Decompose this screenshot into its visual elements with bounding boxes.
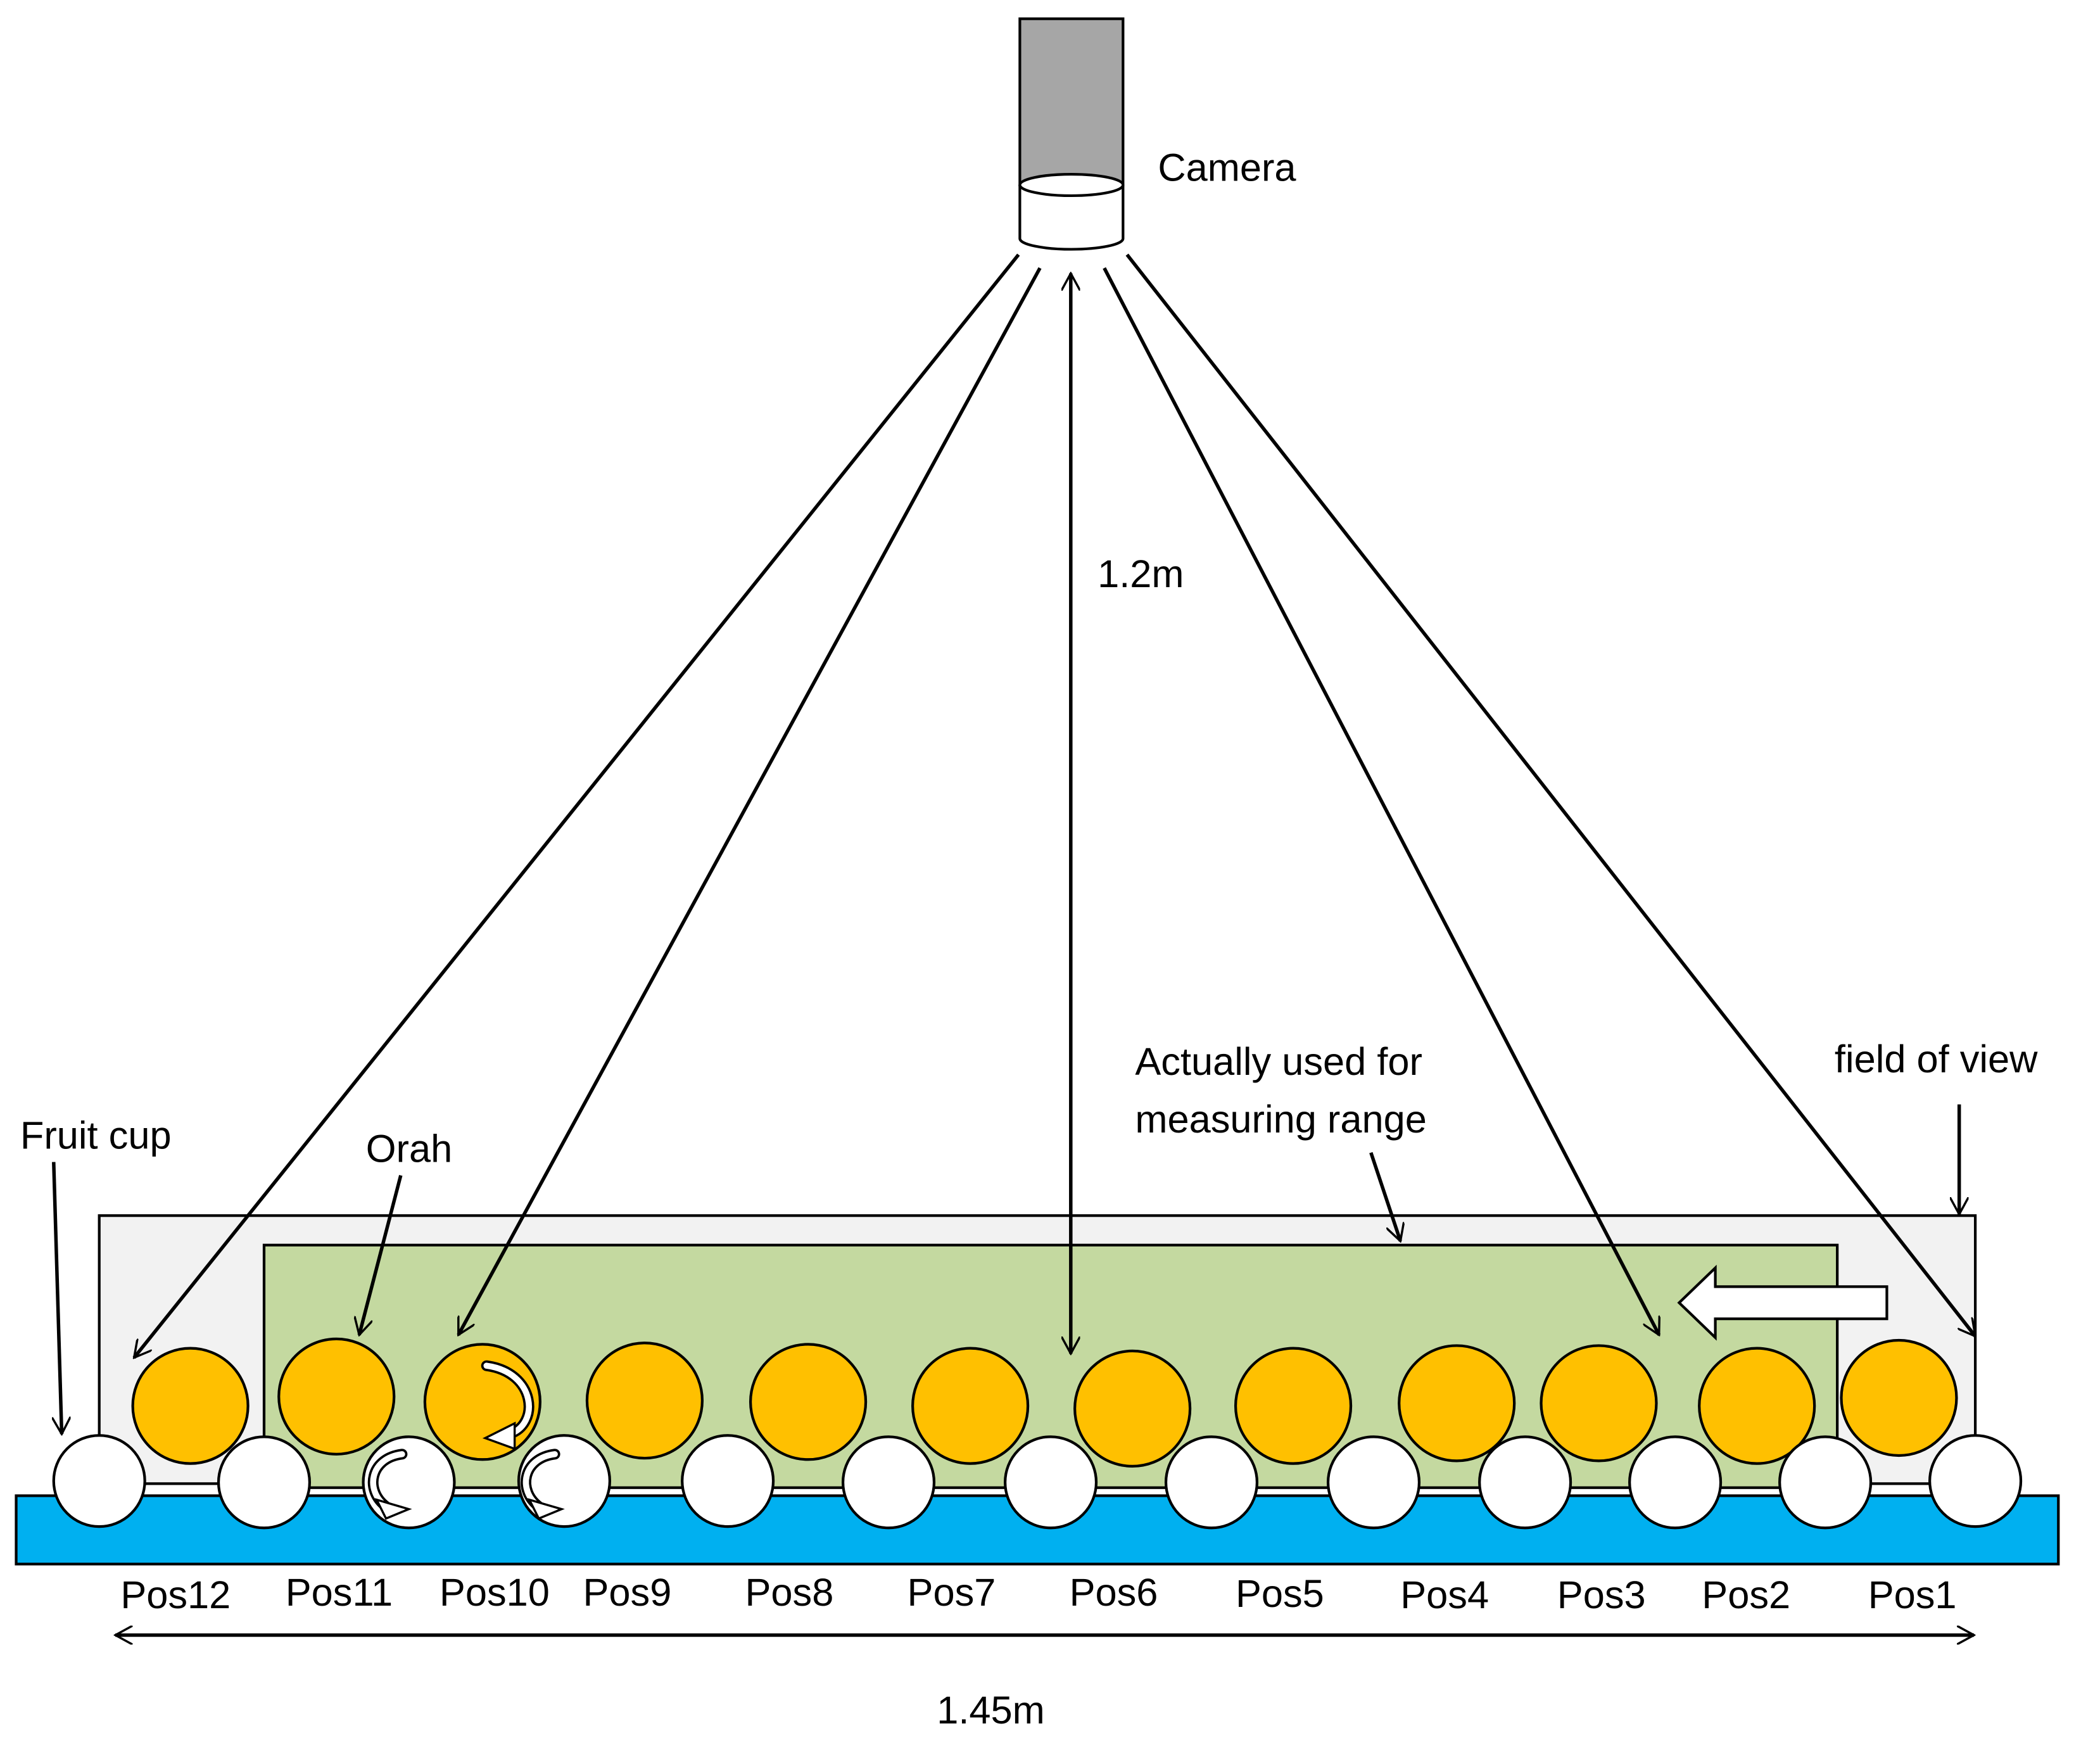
position-label: Pos1 bbox=[1868, 1573, 1957, 1617]
fruit-cup bbox=[517, 1434, 612, 1528]
fruit-cup bbox=[681, 1434, 775, 1528]
camera-icon bbox=[1018, 17, 1125, 251]
fruit-orah bbox=[131, 1347, 250, 1465]
fruit-orah bbox=[749, 1343, 868, 1461]
view-ray bbox=[1125, 253, 1975, 1336]
position-label: Pos5 bbox=[1236, 1572, 1324, 1616]
fruit-orah bbox=[1073, 1349, 1192, 1468]
height-label: 1.2m bbox=[1097, 552, 1184, 596]
position-label: Pos7 bbox=[908, 1571, 996, 1615]
fruit-cup bbox=[1003, 1435, 1098, 1530]
fruit-orah bbox=[1840, 1338, 1958, 1457]
orah-label: Orah bbox=[366, 1127, 452, 1171]
position-label: Pos10 bbox=[440, 1571, 550, 1615]
rotate-arrow-icon bbox=[367, 1449, 412, 1520]
rotate-arrow-icon bbox=[521, 1449, 565, 1520]
position-label: Pos6 bbox=[1070, 1571, 1158, 1615]
fruit-cup-label: Fruit cup bbox=[20, 1114, 172, 1157]
fruit-cup bbox=[1478, 1435, 1572, 1530]
position-label: Pos9 bbox=[583, 1571, 671, 1615]
measuring-range-label-1: Actually used for bbox=[1135, 1040, 1422, 1084]
fruit-cup-pointer bbox=[54, 1162, 62, 1435]
fruit-orah bbox=[1698, 1347, 1816, 1465]
fruit-orah bbox=[911, 1347, 1030, 1465]
view-ray bbox=[134, 253, 1020, 1357]
fruit-orah bbox=[277, 1337, 396, 1456]
position-label: Pos3 bbox=[1557, 1573, 1646, 1617]
left-arrow-icon bbox=[1677, 1264, 1888, 1341]
fruit-cup bbox=[1628, 1435, 1723, 1530]
field-of-view-label: field of view bbox=[1835, 1037, 2038, 1081]
position-label: Pos12 bbox=[120, 1573, 231, 1617]
fruit-orah bbox=[1540, 1344, 1658, 1463]
fruit-row bbox=[131, 1337, 1958, 1468]
position-label: Pos4 bbox=[1400, 1573, 1489, 1617]
view-ray bbox=[1103, 267, 1661, 1335]
measuring-range-label-2: measuring range bbox=[1135, 1098, 1426, 1141]
measuring-range-pointer bbox=[1369, 1152, 1401, 1241]
view-ray bbox=[457, 267, 1042, 1335]
fruit-cup bbox=[1778, 1435, 1873, 1530]
position-label: Pos8 bbox=[745, 1571, 834, 1615]
fruit-cup bbox=[1928, 1434, 2023, 1528]
orah-pointer bbox=[359, 1175, 403, 1335]
position-label: Pos2 bbox=[1702, 1573, 1790, 1617]
camera-label: Camera bbox=[1158, 146, 1296, 190]
fruit-cup bbox=[217, 1435, 312, 1530]
fruit-orah bbox=[585, 1342, 704, 1460]
rotate-arrow-icon bbox=[481, 1360, 534, 1450]
fruit-cup bbox=[1164, 1435, 1259, 1530]
fruit-orah bbox=[1234, 1347, 1353, 1465]
width-label: 1.45m bbox=[937, 1689, 1045, 1732]
fruit-cup bbox=[841, 1435, 936, 1530]
fruit-orah bbox=[423, 1343, 541, 1461]
position-label: Pos11 bbox=[286, 1571, 393, 1615]
fruit-cup bbox=[52, 1434, 146, 1528]
fruit-cup bbox=[1326, 1435, 1421, 1530]
position-labels: Pos12 Pos11 Pos10 Pos9 Pos8 Pos7 Pos6 Po… bbox=[120, 1571, 1956, 1617]
fruit-orah bbox=[1398, 1344, 1516, 1463]
